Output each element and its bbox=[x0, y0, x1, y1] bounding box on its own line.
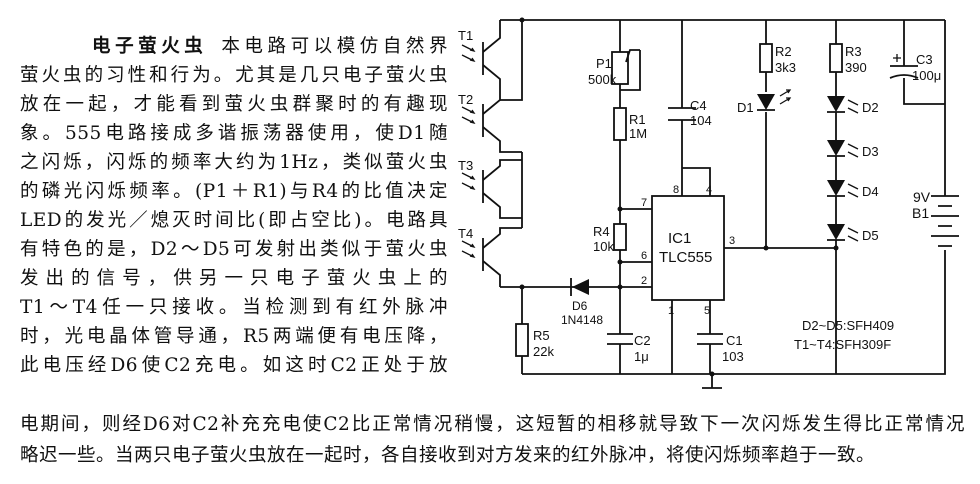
label-t4: T4 bbox=[458, 226, 473, 241]
led-d5 bbox=[827, 224, 859, 242]
resistor-r2 bbox=[759, 43, 773, 73]
ic-input-wire bbox=[620, 208, 652, 263]
battery-voltage-label: 9V bbox=[913, 189, 931, 205]
resistor-r3 bbox=[829, 43, 843, 73]
article-line: 有特色的是，D2～D5可发射出类似于萤火虫 bbox=[20, 239, 448, 260]
label-r3: R3 bbox=[845, 44, 862, 59]
potentiometer-p1 bbox=[611, 51, 629, 85]
value-c1: 103 bbox=[722, 349, 744, 364]
pin-4: 4 bbox=[706, 184, 712, 196]
ic-ref-label: IC1 bbox=[668, 230, 691, 247]
label-c3: C3 bbox=[916, 52, 933, 67]
pin-2: 2 bbox=[641, 275, 647, 287]
article-line: 象。555电路接成多谐振荡器使用，使D1随 bbox=[20, 123, 448, 144]
label-r5: R5 bbox=[533, 328, 550, 343]
pin-3: 3 bbox=[729, 235, 735, 247]
pin-8: 8 bbox=[673, 184, 679, 196]
article-line: 放在一起，才能看到萤火虫群聚时的有趣现 bbox=[20, 94, 448, 115]
article-line: 之闪烁，闪烁的频率大约为1Hz，类似萤火虫 bbox=[20, 152, 448, 173]
value-r5: 22k bbox=[533, 344, 554, 359]
value-c3: 100μ bbox=[912, 68, 941, 83]
diode-d6 bbox=[572, 279, 589, 295]
article-line: 的磷光闪烁频率。(P1＋R1)与R4的比值决定 bbox=[20, 181, 448, 202]
label-p1: P1 bbox=[596, 56, 612, 71]
article-line: 电子萤火虫本电路可以模仿自然界 bbox=[20, 32, 448, 61]
label-d3: D3 bbox=[862, 144, 879, 159]
label-r4: R4 bbox=[593, 224, 610, 239]
article-line: T1～T4任一只接收。当检测到有红外脉冲 bbox=[20, 297, 448, 318]
c3-wire bbox=[903, 20, 945, 105]
collector-wire bbox=[500, 20, 523, 101]
article-line: 萤火虫的习性和行为。尤其是几只电子萤火虫 bbox=[20, 65, 448, 86]
label-c1: C1 bbox=[726, 333, 743, 348]
value-r4: 10k bbox=[593, 239, 614, 254]
article-fullwidth-line: 略迟一些。当两只电子萤火虫放在一起时，各自接收到对方发来的红外脉冲，将使闪烁频率… bbox=[20, 445, 876, 466]
label-d2: D2 bbox=[862, 100, 879, 115]
pin-5: 5 bbox=[704, 305, 710, 317]
label-t1: T1 bbox=[458, 28, 473, 43]
ic-supply-wire bbox=[681, 167, 711, 196]
resistor-r1 bbox=[613, 107, 627, 141]
value-p1: 500k bbox=[588, 72, 617, 87]
label-d4: D4 bbox=[862, 184, 879, 199]
label-t2: T2 bbox=[458, 92, 473, 107]
battery-b1 bbox=[931, 195, 959, 247]
phototransistor-t1 bbox=[461, 20, 501, 94]
article-line: LED的发光／熄灭时间比(即占空比)。电路具 bbox=[20, 210, 448, 231]
note-ir-led-part: D2~D5:SFH409 bbox=[802, 318, 894, 333]
battery-ref-label: B1 bbox=[912, 205, 929, 221]
value-r3: 390 bbox=[845, 60, 867, 75]
value-d6: 1N4148 bbox=[561, 313, 603, 327]
label-r1: R1 bbox=[629, 112, 646, 127]
led-d1 bbox=[757, 94, 775, 110]
article-fullwidth-line: 电期间，则经D6对C2补充充电使C2比正常情况稍慢，这短暂的相移就导致下一次闪烁… bbox=[20, 414, 965, 435]
capacitor-c1 bbox=[697, 333, 723, 345]
value-r1: 1M bbox=[629, 126, 647, 141]
label-d1: D1 bbox=[737, 100, 754, 115]
resistor-r5 bbox=[515, 323, 529, 357]
led-d2 bbox=[827, 96, 859, 114]
article-line-text: 本电路可以模仿自然界 bbox=[221, 36, 448, 57]
note-phototransistor-part: T1~T4:SFH309F bbox=[794, 337, 891, 352]
resistor-r4 bbox=[613, 223, 627, 251]
battery-wire bbox=[836, 20, 946, 375]
article-title: 电子萤火虫 bbox=[92, 36, 208, 57]
capacitor-c2 bbox=[607, 333, 633, 345]
phototransistor-t3 bbox=[461, 159, 522, 219]
led-d4 bbox=[827, 180, 859, 198]
phototransistor-t4 bbox=[461, 227, 522, 287]
pin-1: 1 bbox=[668, 305, 674, 317]
pin-6: 6 bbox=[641, 250, 647, 262]
value-c2: 1μ bbox=[634, 349, 649, 364]
pin-7: 7 bbox=[641, 197, 647, 209]
label-c4: C4 bbox=[690, 98, 707, 113]
label-d5: D5 bbox=[862, 228, 879, 243]
article-body: 电子萤火虫本电路可以模仿自然界 萤火虫的习性和行为。尤其是几只电子萤火虫 放在一… bbox=[20, 32, 448, 380]
article-line: 时，光电晶体管导通，R5两端便有电压降， bbox=[20, 326, 448, 347]
label-t3: T3 bbox=[458, 158, 473, 173]
article-line: 发出的信号，供另一只电子萤火虫上的 bbox=[20, 268, 448, 289]
capacitor-c4 bbox=[668, 107, 696, 121]
label-d6: D6 bbox=[572, 299, 588, 313]
ic-part-label: TLC555 bbox=[659, 249, 712, 266]
label-c2: C2 bbox=[634, 333, 651, 348]
value-r2: 3k3 bbox=[775, 60, 796, 75]
article-line: 此电压经D6使C2充电。如这时C2正处于放 bbox=[20, 355, 448, 376]
value-c4: 104 bbox=[690, 113, 712, 128]
led-d3 bbox=[827, 140, 859, 158]
potentiometer-wiper bbox=[620, 49, 641, 91]
capacitor-c3-curved-plate bbox=[889, 74, 919, 79]
ic-tlc555 bbox=[651, 195, 725, 301]
label-r2: R2 bbox=[775, 44, 792, 59]
